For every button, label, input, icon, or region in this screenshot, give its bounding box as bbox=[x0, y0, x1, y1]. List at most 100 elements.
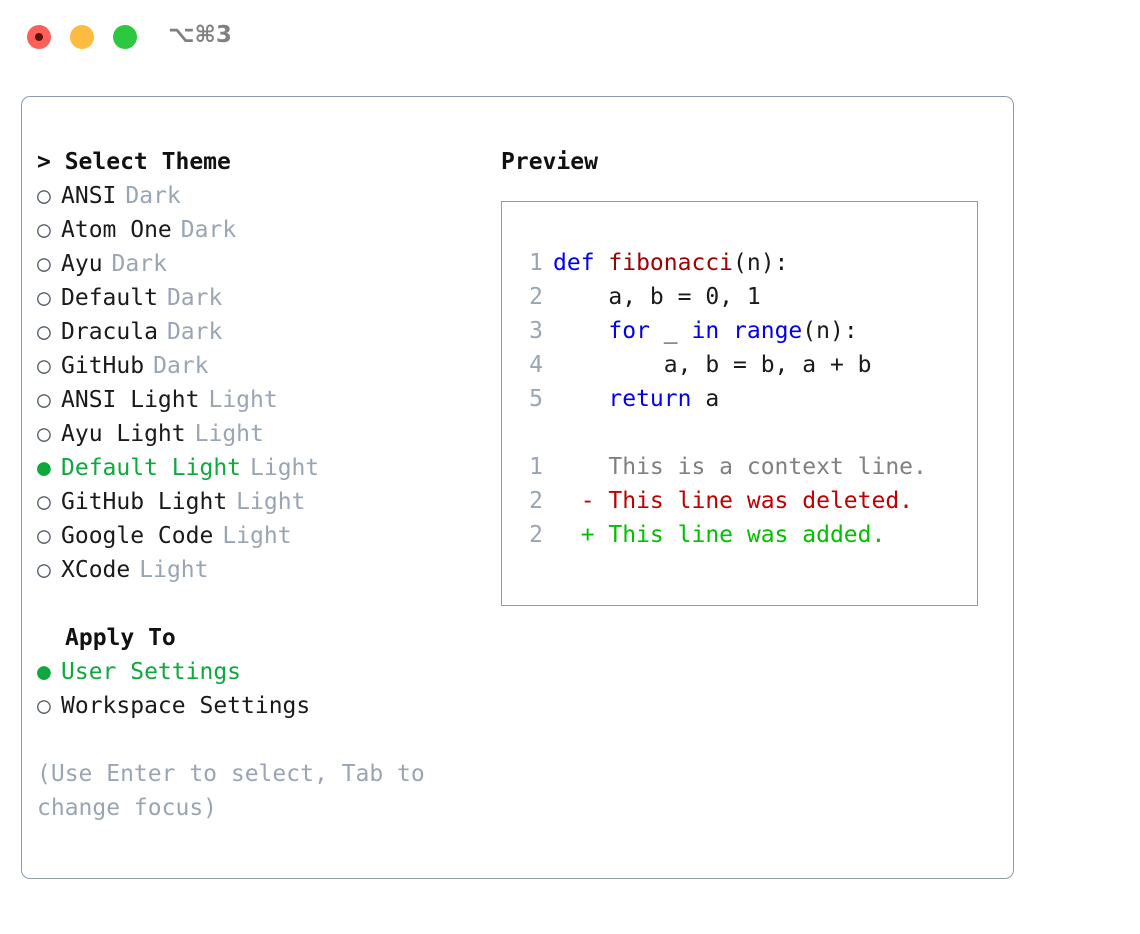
radio-unselected-icon[interactable]: ○ bbox=[37, 557, 51, 583]
code-token bbox=[553, 314, 608, 348]
code-token: return bbox=[608, 386, 692, 412]
code-token: range bbox=[733, 318, 803, 344]
theme-mode-tag: Dark bbox=[125, 183, 181, 209]
theme-name: Dracula bbox=[61, 319, 158, 345]
radio-unselected-icon[interactable]: ○ bbox=[37, 523, 51, 549]
code-line: 4 a, b = b, a + b bbox=[515, 348, 975, 382]
line-number: 2 bbox=[529, 488, 543, 514]
code-token bbox=[719, 314, 733, 348]
radio-unselected-icon[interactable]: ○ bbox=[37, 319, 51, 345]
radio-unselected-icon[interactable]: ○ bbox=[37, 251, 51, 277]
line-number: 4 bbox=[529, 352, 543, 378]
apply-to-option[interactable]: ○ Workspace Settings bbox=[37, 689, 487, 723]
apply-to-list[interactable]: ●User Settings ○ Workspace Settings bbox=[37, 655, 487, 723]
diff-text: This line was deleted. bbox=[608, 488, 914, 514]
radio-selected-icon[interactable]: ● bbox=[37, 659, 51, 685]
apply-to-header: Apply To bbox=[65, 625, 176, 651]
theme-mode-tag: Dark bbox=[166, 285, 223, 311]
radio-unselected-icon[interactable]: ○ bbox=[37, 489, 51, 515]
code-line: 5 return a bbox=[515, 382, 975, 416]
theme-mode-tag: Dark bbox=[166, 319, 223, 345]
diff-marker bbox=[553, 450, 608, 484]
code-token: for bbox=[608, 318, 650, 344]
diff-line: 2 - This line was deleted. bbox=[515, 484, 975, 518]
theme-name: ANSI bbox=[61, 183, 117, 209]
theme-list-item[interactable]: ○ Ayu Light Light bbox=[37, 417, 487, 451]
theme-name: Atom One bbox=[61, 217, 172, 243]
radio-unselected-icon[interactable]: ○ bbox=[37, 353, 51, 379]
theme-list-item[interactable]: ○ Dracula Dark bbox=[37, 315, 487, 349]
theme-name: Default Light bbox=[61, 455, 242, 481]
diff-line: 2 + This line was added. bbox=[515, 518, 975, 552]
theme-list-item[interactable]: ○ GitHub Dark bbox=[37, 349, 487, 383]
theme-list-item[interactable]: ○ Atom One Dark bbox=[37, 213, 487, 247]
theme-mode-tag: Dark bbox=[180, 217, 237, 243]
code-token: a bbox=[691, 386, 720, 412]
theme-list-item[interactable]: ○ ANSI Dark bbox=[37, 179, 487, 213]
window-title-shortcut: ⌥⌘3 bbox=[168, 22, 232, 48]
code-token bbox=[553, 382, 608, 416]
radio-unselected-icon[interactable]: ○ bbox=[37, 285, 51, 311]
theme-mode-tag: Light bbox=[236, 489, 306, 515]
theme-name: Ayu Light bbox=[61, 421, 186, 447]
code-token: (n): bbox=[802, 318, 858, 344]
diff-marker: - bbox=[553, 488, 609, 514]
theme-name: Google Code bbox=[61, 523, 214, 549]
keyboard-hint-text: (Use Enter to select, Tab to change focu… bbox=[37, 761, 439, 821]
radio-unselected-icon[interactable]: ○ bbox=[37, 217, 51, 243]
radio-unselected-icon[interactable]: ○ bbox=[37, 693, 51, 719]
theme-name: ANSI Light bbox=[61, 387, 200, 413]
theme-mode-tag: Dark bbox=[153, 353, 209, 379]
theme-list-item[interactable]: ○ GitHub Light Light bbox=[37, 485, 487, 519]
radio-selected-icon[interactable]: ● bbox=[37, 455, 51, 481]
theme-list-item[interactable]: ○ Google Code Light bbox=[37, 519, 487, 553]
apply-to-option[interactable]: ●User Settings bbox=[37, 655, 487, 689]
radio-unselected-icon[interactable]: ○ bbox=[37, 421, 51, 447]
theme-name: XCode bbox=[61, 557, 131, 583]
code-blank-line bbox=[515, 416, 975, 450]
select-theme-header: > Select Theme bbox=[37, 149, 231, 175]
theme-name: Ayu bbox=[61, 251, 103, 277]
theme-mode-tag: Light bbox=[194, 421, 264, 447]
theme-list-item[interactable]: ○ Default Dark bbox=[37, 281, 487, 315]
theme-mode-tag: Light bbox=[222, 523, 292, 549]
code-line: 3 for _ in range(n): bbox=[515, 314, 975, 348]
close-light[interactable] bbox=[27, 25, 51, 49]
maximize-light[interactable] bbox=[113, 25, 137, 49]
radio-unselected-icon[interactable]: ○ bbox=[37, 387, 51, 413]
code-token: a, b = 0, 1 bbox=[553, 284, 761, 310]
line-number: 1 bbox=[529, 454, 543, 480]
code-token: fibonacci bbox=[608, 250, 734, 276]
line-number: 2 bbox=[529, 284, 543, 310]
minimize-light[interactable] bbox=[70, 25, 94, 49]
code-token: _ bbox=[649, 318, 692, 344]
theme-list-item[interactable]: ○ XCode Light bbox=[37, 553, 487, 587]
diff-line: 1 This is a context line. bbox=[515, 450, 975, 484]
code-token: (n): bbox=[733, 250, 789, 276]
theme-mode-tag: Light bbox=[139, 557, 209, 583]
code-token: def bbox=[553, 250, 609, 276]
code-token: a, b = b, a + b bbox=[553, 352, 872, 378]
diff-marker: + bbox=[553, 522, 609, 548]
radio-unselected-icon[interactable]: ○ bbox=[37, 183, 51, 209]
theme-name: Default bbox=[61, 285, 158, 311]
diff-text: This is a context line. bbox=[608, 454, 927, 480]
line-number: 5 bbox=[529, 386, 543, 412]
line-number: 1 bbox=[529, 250, 543, 276]
theme-name: GitHub Light bbox=[61, 489, 228, 515]
apply-to-label: Workspace Settings bbox=[61, 693, 311, 719]
preview-title: Preview bbox=[501, 149, 598, 175]
theme-name: GitHub bbox=[61, 353, 145, 379]
section-spacer bbox=[37, 587, 487, 621]
line-number: 2 bbox=[529, 522, 543, 548]
